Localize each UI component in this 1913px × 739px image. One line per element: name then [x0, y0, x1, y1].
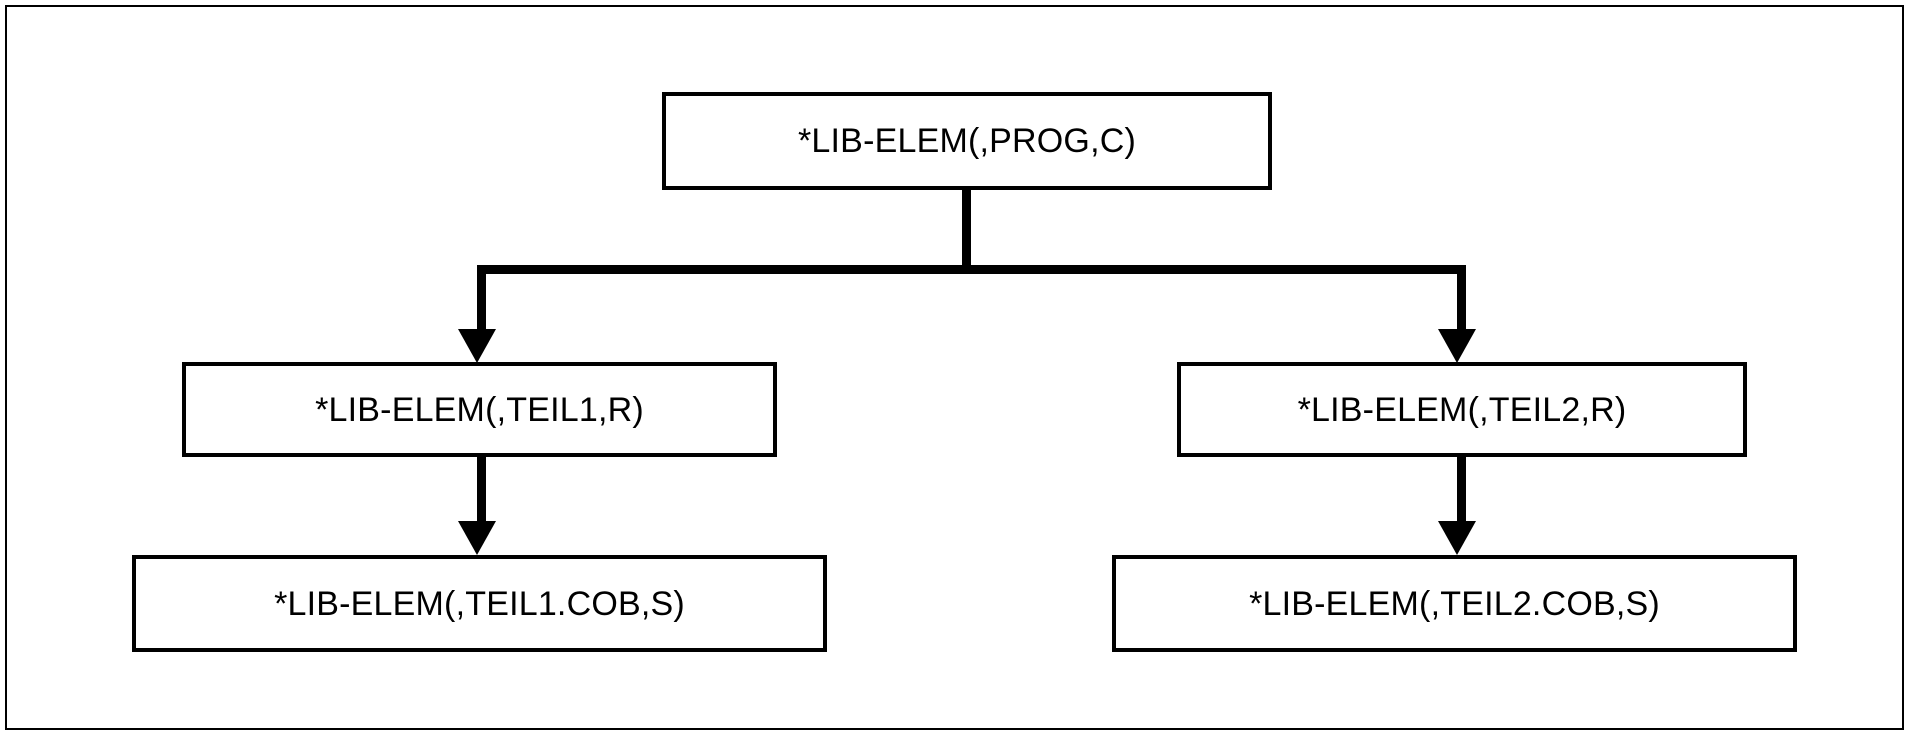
node-teil2: *LIB-ELEM(,TEIL2,R) — [1177, 362, 1747, 457]
arrowhead-root-to-teil1-icon — [458, 329, 496, 363]
node-root-label: *LIB-ELEM(,PROG,C) — [798, 122, 1136, 160]
node-root: *LIB-ELEM(,PROG,C) — [662, 92, 1272, 190]
arrowhead-teil2-to-teil2cob-icon — [1438, 521, 1476, 555]
arrowhead-root-to-teil2-icon — [1438, 329, 1476, 363]
edge-root-branch-bus — [477, 265, 1466, 274]
node-teil2cob-label: *LIB-ELEM(,TEIL2.COB,S) — [1249, 584, 1660, 623]
node-teil2cob: *LIB-ELEM(,TEIL2.COB,S) — [1112, 555, 1797, 652]
arrowhead-teil1-to-teil1cob-icon — [458, 521, 496, 555]
edge-root-stem — [962, 190, 971, 274]
edge-root-to-teil2-line — [1457, 265, 1466, 333]
edge-teil2-to-teil2cob-line — [1457, 457, 1466, 523]
node-teil1-label: *LIB-ELEM(,TEIL1,R) — [315, 390, 644, 429]
node-teil1cob-label: *LIB-ELEM(,TEIL1.COB,S) — [274, 584, 685, 623]
edge-root-to-teil1-line — [477, 265, 486, 333]
node-teil1cob: *LIB-ELEM(,TEIL1.COB,S) — [132, 555, 827, 652]
edge-teil1-to-teil1cob-line — [477, 457, 486, 523]
node-teil2-label: *LIB-ELEM(,TEIL2,R) — [1297, 390, 1627, 429]
diagram-frame: *LIB-ELEM(,PROG,C) *LIB-ELEM(,TEIL1,R) *… — [5, 5, 1904, 730]
node-teil1: *LIB-ELEM(,TEIL1,R) — [182, 362, 777, 457]
